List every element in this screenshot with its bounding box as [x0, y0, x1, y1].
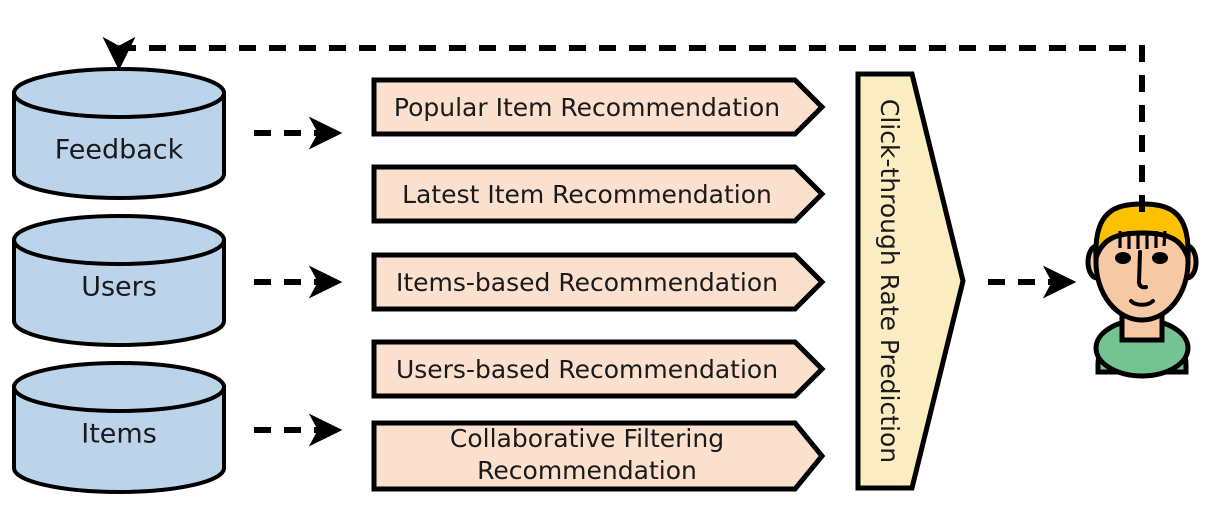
pentagon-arrow-shape: [371, 77, 826, 137]
avatar-nose-icon: [1136, 250, 1148, 290]
pentagon-arrow-shape: [371, 420, 826, 492]
recommender-collaborative-filtering[interactable]: Collaborative Filtering Recommendation: [371, 420, 826, 492]
recommender-popular-item-label: Popular Item Recommendation: [394, 93, 780, 122]
ctr-prediction-block[interactable]: Click-through Rate Prediction: [855, 71, 966, 491]
avatar-fringe-icon: [1118, 230, 1167, 249]
recommender-users-based-label: Users-based Recommendation: [396, 355, 778, 384]
recommender-popular-item[interactable]: Popular Item Recommendation: [371, 77, 826, 137]
avatar-hair-icon: [1093, 201, 1191, 261]
pentagon-arrow-shape: [371, 164, 826, 224]
database-feedback[interactable]: Feedback: [12, 67, 226, 200]
avatar-mouth-icon: [1129, 299, 1155, 307]
recommender-collaborative-filtering-label-line1: Collaborative Filtering: [450, 424, 724, 453]
user-avatar[interactable]: [1085, 201, 1199, 379]
database-users[interactable]: Users: [12, 214, 226, 347]
recommender-users-based[interactable]: Users-based Recommendation: [371, 339, 826, 399]
recommender-items-based-label: Items-based Recommendation: [396, 268, 778, 297]
recommender-collaborative-filtering-label-line2: Recommendation: [477, 456, 697, 485]
recommender-items-based[interactable]: Items-based Recommendation: [371, 252, 826, 312]
database-items-label: Items: [81, 419, 157, 450]
database-cylinder-icon: [12, 385, 226, 494]
database-cylinder-icon: [12, 238, 226, 347]
connector-user-feedback-loop: [102, 36, 1145, 212]
database-feedback-label: Feedback: [55, 135, 184, 166]
ctr-chevron-shape: [855, 71, 966, 491]
database-items[interactable]: Items: [12, 361, 226, 494]
avatar-eye-right-icon: [1152, 252, 1168, 264]
pentagon-arrow-shape: [371, 252, 826, 312]
database-top-ellipse-icon: [12, 67, 226, 119]
database-top-ellipse-icon: [12, 361, 226, 413]
database-users-label: Users: [81, 272, 157, 303]
recommender-latest-item-label: Latest Item Recommendation: [402, 180, 772, 209]
recommender-latest-item[interactable]: Latest Item Recommendation: [371, 164, 826, 224]
database-cylinder-icon: [12, 91, 226, 200]
pentagon-arrow-shape: [371, 339, 826, 399]
ctr-prediction-label: Click-through Rate Prediction: [875, 99, 904, 463]
avatar-eye-left-icon: [1115, 252, 1131, 264]
database-top-ellipse-icon: [12, 214, 226, 266]
